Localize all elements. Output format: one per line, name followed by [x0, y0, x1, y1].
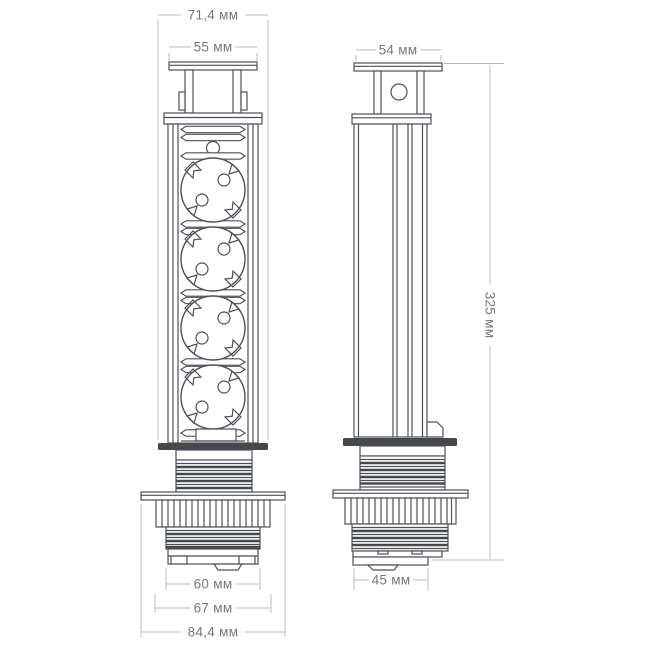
front-knurled-nut	[155, 499, 271, 528]
front-top-dimensions: 71,4 мм 55 мм	[157, 8, 269, 440]
dim-label-front-flange-width: 84,4 мм	[188, 625, 239, 640]
side-bottom-dimension: 45 мм	[353, 568, 429, 590]
dim-label-front-body-width: 60 мм	[194, 577, 233, 592]
front-countertop-flange	[158, 443, 268, 450]
front-threaded-section	[175, 459, 253, 493]
dim-label-front-cap-width: 55 мм	[194, 40, 233, 55]
dim-label-side-cap-width: 54 мм	[379, 43, 418, 58]
front-neck-post-left	[184, 69, 194, 114]
front-latch-left	[178, 91, 186, 111]
side-height-dimension: 325 мм	[432, 63, 504, 561]
side-view: 54 мм	[332, 43, 504, 590]
side-knurled-nut	[344, 497, 457, 525]
dim-label-side-height: 325 мм	[483, 292, 498, 339]
front-base	[140, 443, 286, 571]
side-column	[351, 113, 444, 438]
front-neck-post-right	[232, 69, 242, 114]
side-bottom-cap	[352, 556, 429, 566]
front-view: 71,4 мм 55 мм	[140, 8, 286, 640]
front-cap	[168, 61, 258, 114]
dim-label-front-nut-width: 67 мм	[194, 601, 233, 616]
socket-1	[180, 157, 246, 223]
dim-label-side-base-width: 45 мм	[372, 573, 411, 588]
side-neck-post-right	[416, 70, 425, 115]
dim-label-front-top-width: 71,4 мм	[188, 8, 239, 23]
front-cable-boss	[212, 563, 244, 571]
front-bottom-block	[195, 428, 237, 442]
side-clip	[426, 421, 444, 438]
side-cap	[353, 62, 443, 115]
front-column	[163, 112, 263, 444]
front-bottom-dimensions: 60 мм 67 мм 84,4 мм	[140, 504, 286, 640]
front-flange-plate	[140, 491, 286, 501]
socket-2	[180, 226, 246, 292]
side-neck-hole	[390, 83, 408, 101]
socket-3	[180, 295, 246, 361]
side-neck-post-left	[373, 70, 382, 115]
side-countertop-flange	[343, 438, 457, 446]
socket-4	[180, 364, 246, 430]
side-flange-plate	[332, 489, 469, 499]
front-latch-right	[240, 91, 248, 111]
side-top-dimension: 54 мм	[355, 43, 442, 61]
side-cable-boss	[366, 564, 400, 571]
side-base	[332, 438, 469, 571]
